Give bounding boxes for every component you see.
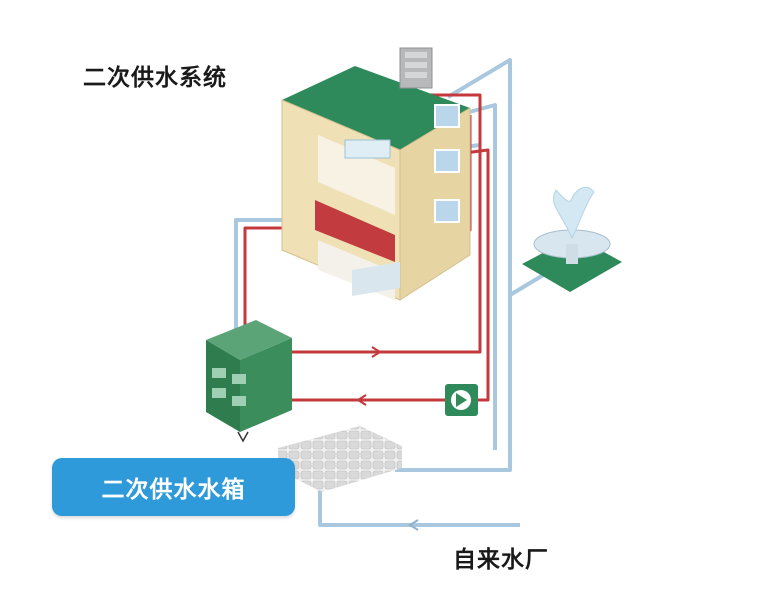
- fountain-icon: [522, 186, 622, 292]
- pump-cabinet-icon: [206, 320, 292, 443]
- water-tank-icon: [278, 426, 402, 492]
- water-tank-callout: 二次供水水箱: [52, 458, 295, 516]
- building-icon: [281, 66, 471, 301]
- roof-unit-icon: [399, 47, 433, 89]
- diagram-title: 二次供水系统: [83, 65, 227, 91]
- water-tank-label: 二次供水水箱: [101, 477, 246, 503]
- circulation-pump-icon: [445, 384, 478, 416]
- water-plant-label: 自来水厂: [453, 547, 549, 573]
- inflow-arrow-icon: [408, 519, 419, 531]
- flow-arrow-icon: [356, 346, 382, 406]
